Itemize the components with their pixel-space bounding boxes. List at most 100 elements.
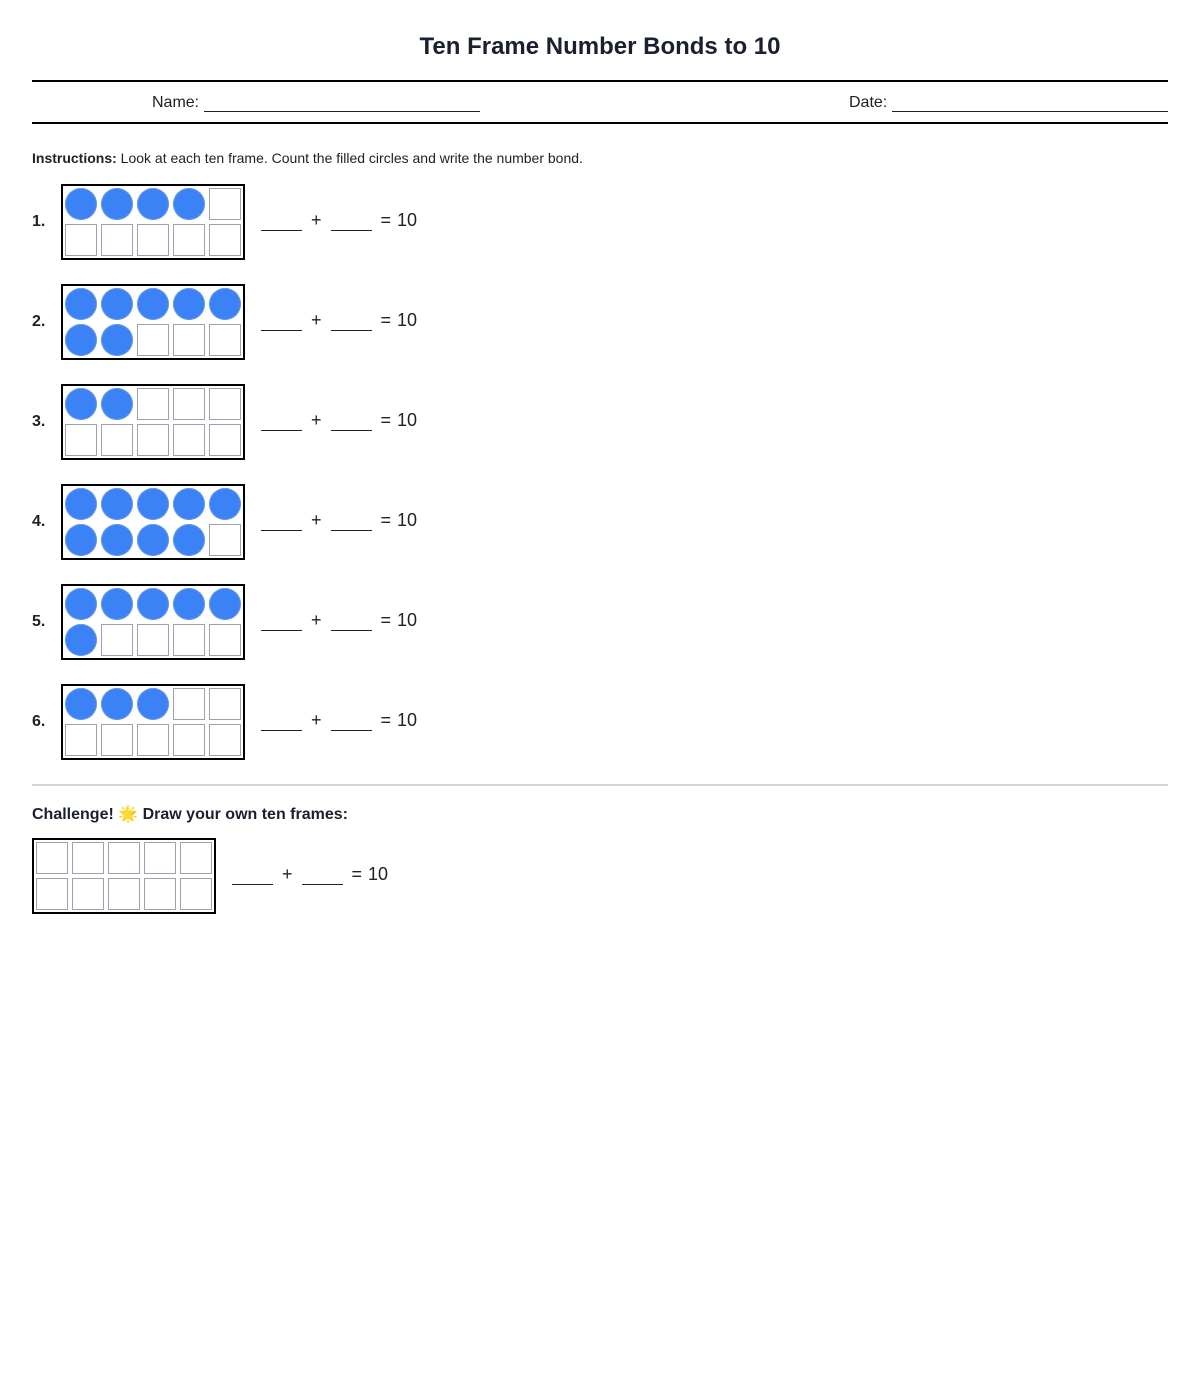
answer-blank-2[interactable] [330, 711, 372, 731]
name-blank[interactable] [204, 96, 481, 112]
answer-blank-1[interactable] [261, 411, 302, 431]
counter-dot-icon [101, 388, 133, 420]
equals-sign: = [380, 410, 392, 430]
ten-frame-cell-filled [65, 624, 97, 656]
problem-row: 6. +=10 [32, 684, 632, 760]
counter-dot-icon [65, 688, 97, 720]
ten-frame-cell-filled [137, 588, 169, 620]
counter-dot-icon [173, 588, 205, 620]
counter-dot-icon [173, 488, 205, 520]
answer-blank-1[interactable] [261, 511, 302, 531]
bond-total: 10 [368, 864, 389, 884]
ten-frame-cell-empty [173, 388, 205, 420]
answer-blank-2[interactable] [330, 411, 372, 431]
ten-frame-cell-empty [173, 724, 205, 756]
ten-frame-cell-filled [101, 324, 133, 356]
counter-dot-icon [65, 388, 97, 420]
counter-dot-icon [101, 688, 133, 720]
ten-frame-cell-empty [72, 842, 104, 874]
equals-sign: = [380, 310, 392, 330]
ten-frame-cell-filled [101, 524, 133, 556]
problem-row: 2.+=10 [32, 284, 632, 360]
ten-frame-cell-empty [180, 842, 212, 874]
ten-frame-cell-filled [65, 524, 97, 556]
problem-row: 4.+=10 [32, 484, 632, 560]
ten-frame-cell-filled [101, 688, 133, 720]
instructions-text: Look at each ten frame. Count the filled… [116, 150, 583, 166]
answer-blank-2[interactable] [330, 611, 372, 631]
answer-blank-2[interactable] [330, 511, 372, 531]
answer-blank-2[interactable] [330, 211, 372, 231]
bond-total: 10 [397, 710, 418, 730]
counter-dot-icon [65, 524, 97, 556]
counter-dot-icon [209, 588, 241, 620]
counter-dot-icon [101, 188, 133, 220]
ten-frame-cell-filled [101, 588, 133, 620]
ten-frame-cell-empty [65, 224, 97, 256]
ten-frame-cell-empty [173, 324, 205, 356]
ten-frame-cell-filled [173, 588, 205, 620]
ten-frame-cell-empty [180, 878, 212, 910]
plus-sign: + [311, 410, 322, 430]
answer-blank-1[interactable] [261, 611, 302, 631]
bond-total: 10 [397, 410, 418, 430]
challenge-title: Challenge! 🌟 Draw your own ten frames: [32, 806, 348, 823]
ten-frame-cell-empty [173, 224, 205, 256]
ten-frame-cell-filled [209, 288, 241, 320]
counter-dot-icon [137, 288, 169, 320]
counter-dot-icon [209, 488, 241, 520]
problem-number: 6. [32, 713, 46, 730]
problem-number: 3. [32, 413, 46, 430]
ten-frame-cell-empty [209, 324, 241, 356]
problem-number: 1. [32, 213, 46, 230]
ten-frame-cell-empty [173, 688, 205, 720]
plus-sign: + [282, 864, 293, 884]
ten-frame [61, 384, 245, 460]
equals-sign: = [380, 210, 392, 230]
problem-row: 3. + =10 [32, 384, 632, 460]
ten-frame-cell-filled [137, 688, 169, 720]
answer-blank-1[interactable] [261, 311, 302, 331]
number-bond-equation: +=10 [261, 310, 417, 331]
date-blank[interactable] [892, 96, 1169, 112]
ten-frame-cell-filled [101, 488, 133, 520]
counter-dot-icon [65, 324, 97, 356]
ten-frame-cell-filled [65, 288, 97, 320]
counter-dot-icon [209, 288, 241, 320]
ten-frame-cell-filled [137, 188, 169, 220]
ten-frame-cell-empty [209, 524, 241, 556]
ten-frame-cell-filled [65, 388, 97, 420]
name-label: Name: [152, 94, 200, 111]
answer-blank-1[interactable] [261, 711, 302, 731]
ten-frame-cell-empty [36, 878, 68, 910]
number-bond-equation: +=10 [261, 710, 417, 731]
number-bond-equation: +=10 [261, 210, 417, 231]
student-info-header: Name: Date: [32, 80, 1169, 124]
answer-blank-2[interactable] [301, 865, 343, 885]
ten-frame-cell-filled [101, 188, 133, 220]
ten-frame-cell-filled [173, 288, 205, 320]
ten-frame [61, 284, 245, 360]
ten-frame-cell-empty [137, 724, 169, 756]
ten-frame-cell-empty [101, 424, 133, 456]
answer-blank-1[interactable] [232, 865, 273, 885]
ten-frame-cell-filled [137, 524, 169, 556]
counter-dot-icon [101, 524, 133, 556]
ten-frame-cell-empty [209, 724, 241, 756]
answer-blank-2[interactable] [330, 311, 372, 331]
ten-frame-cell-empty [65, 424, 97, 456]
counter-dot-icon [65, 488, 97, 520]
ten-frame-cell-empty [137, 424, 169, 456]
counter-dot-icon [173, 524, 205, 556]
name-field: Name: [152, 94, 481, 112]
counter-dot-icon [65, 288, 97, 320]
ten-frame-cell-empty [101, 724, 133, 756]
plus-sign: + [311, 310, 322, 330]
ten-frame-cell-empty [209, 224, 241, 256]
ten-frame-cell-empty [209, 188, 241, 220]
ten-frame-cell-empty [144, 842, 176, 874]
ten-frame-cell-empty [137, 388, 169, 420]
answer-blank-1[interactable] [261, 211, 302, 231]
counter-dot-icon [137, 188, 169, 220]
ten-frame [61, 484, 245, 560]
